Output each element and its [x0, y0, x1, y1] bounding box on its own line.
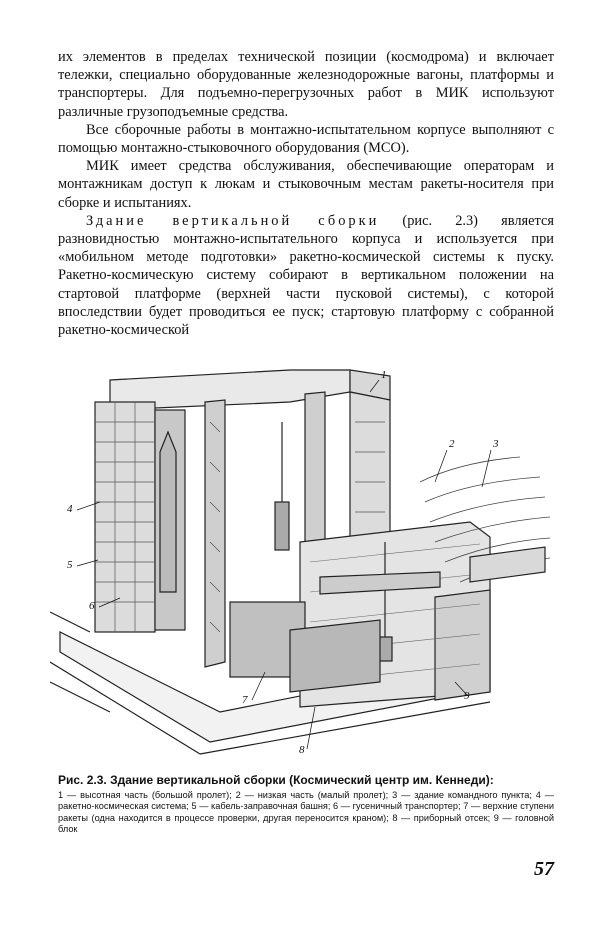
label-9: 9 — [464, 690, 470, 702]
vertical-assembly-building-illustration: 1 2 3 4 5 6 7 8 9 — [50, 369, 551, 756]
caption-title: Рис. 2.3. Здание вертикальной сборки (Ко… — [58, 773, 494, 787]
label-2: 2 — [449, 438, 455, 450]
paragraph-1: их элементов в пределах технической пози… — [58, 49, 554, 120]
body-text: их элементов в пределах технической пози… — [58, 48, 554, 339]
figure-caption: Рис. 2.3. Здание вертикальной сборки (Ко… — [58, 773, 554, 836]
label-8: 8 — [299, 744, 305, 756]
paragraph-2: Все сборочные работы в монтажно-испытате… — [58, 121, 554, 157]
page-number: 57 — [534, 858, 554, 880]
label-1: 1 — [381, 369, 387, 381]
paragraph-4: Здание вертикальной сборки (рис. 2.3) яв… — [58, 212, 554, 339]
label-5: 5 — [67, 559, 73, 571]
label-6: 6 — [89, 600, 95, 612]
label-4: 4 — [67, 503, 73, 515]
label-3: 3 — [492, 438, 499, 450]
label-7: 7 — [242, 694, 248, 706]
paragraph-3: МИК имеет средства обслуживания, обеспеч… — [58, 158, 554, 211]
term-vertical-assembly-building: Здание вертикальной сборки — [86, 212, 380, 229]
paragraph-4-rest: (рис. 2.3) является разновидностью монта… — [58, 212, 554, 339]
caption-legend: 1 — высотная часть (большой пролет); 2 —… — [58, 790, 554, 835]
